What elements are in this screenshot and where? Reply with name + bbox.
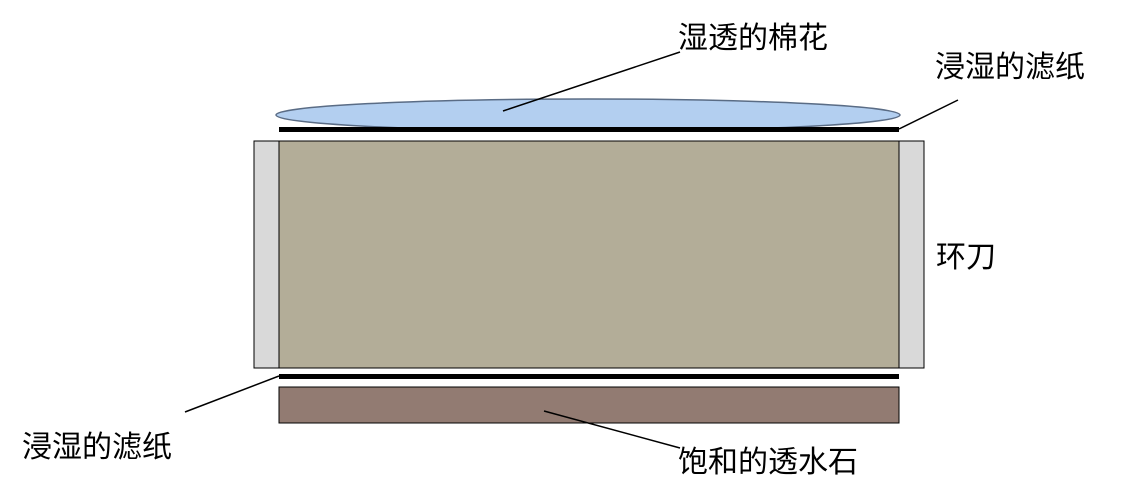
leader-line-filter-top <box>898 99 959 130</box>
ring-knife-right-wall <box>898 140 925 369</box>
label-filter-paper-top: 浸湿的滤纸 <box>935 50 1085 85</box>
wet-cotton <box>275 98 901 132</box>
label-filter-paper-bottom: 浸湿的滤纸 <box>22 430 172 465</box>
soil-sample <box>278 140 900 369</box>
ring-knife-left-wall <box>253 140 280 369</box>
filter-paper-bottom <box>279 374 899 379</box>
label-wet-cotton: 湿透的棉花 <box>678 21 828 56</box>
filter-paper-top <box>279 127 899 132</box>
label-ring-knife: 环刀 <box>936 240 996 275</box>
leader-line-cotton <box>502 51 681 112</box>
label-saturated-stone: 饱和的透水石 <box>678 445 858 480</box>
saturated-permeable-stone <box>278 386 900 424</box>
leader-line-filter-bottom <box>184 375 280 413</box>
leader-line-stone <box>543 410 681 449</box>
